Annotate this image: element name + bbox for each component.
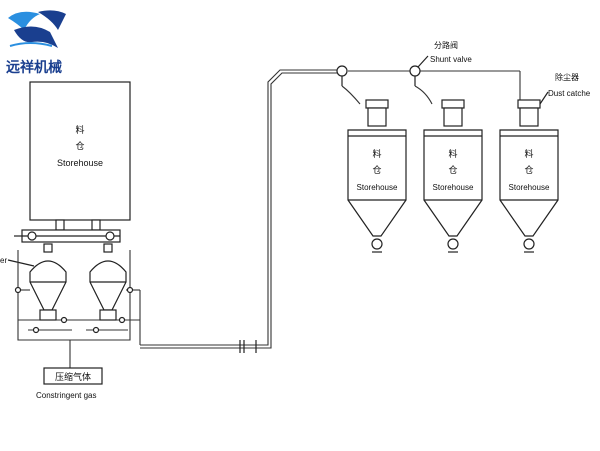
dust-catcher-cn: 除尘器 (555, 72, 579, 82)
pneumatic-sender-left (29, 243, 67, 321)
logo-mark-right (38, 10, 66, 30)
logo-swoosh (9, 42, 53, 47)
conveying-pipe (140, 69, 520, 353)
silo-1-cn-bottom: 仓 (372, 164, 381, 176)
main-storehouse-cn-top: 料 (75, 124, 84, 136)
logo-mark-top (8, 11, 40, 30)
gas-label-box (43, 367, 103, 385)
silo-1-cn-top: 料 (372, 148, 381, 160)
shunt-valve-cn: 分路阀 (434, 40, 458, 50)
silo-3-cn-top: 料 (524, 148, 533, 160)
main-storehouse-en: Storehouse (57, 158, 103, 168)
company-logo (8, 10, 66, 48)
silo-1 (347, 99, 407, 253)
silo-2-cn-top: 料 (448, 148, 457, 160)
silo-2 (423, 99, 483, 253)
shunt-valve-2 (409, 65, 433, 105)
silo-2-cn-bottom: 仓 (448, 164, 457, 176)
dust-catcher-en: Dust catche (548, 89, 591, 98)
silo-3 (499, 99, 559, 253)
dust-catcher-leader (539, 91, 549, 105)
shunt-valve-en: Shunt valve (430, 55, 472, 64)
storehouse-outlets (14, 219, 121, 243)
sender-leader-line (7, 259, 35, 267)
main-storehouse-box (29, 81, 131, 221)
shunt-valve-leader (417, 55, 429, 68)
brand-name: 远祥机械 (6, 59, 62, 76)
shunt-valve-1 (336, 65, 361, 105)
gas-label-en: Constringent gas (36, 391, 96, 400)
silo-3-cn-bottom: 仓 (524, 164, 533, 176)
sender-piping (14, 250, 141, 368)
logo-mark-mid (14, 26, 58, 48)
gas-label-cn: 压缩气体 (55, 371, 91, 383)
silo-2-en: Storehouse (433, 183, 474, 192)
main-storehouse-cn-bottom: 仓 (75, 140, 84, 152)
silo-3-en: Storehouse (509, 183, 550, 192)
sender-label: er (0, 256, 7, 265)
pneumatic-sender-right (89, 243, 127, 321)
silo-1-en: Storehouse (357, 183, 398, 192)
